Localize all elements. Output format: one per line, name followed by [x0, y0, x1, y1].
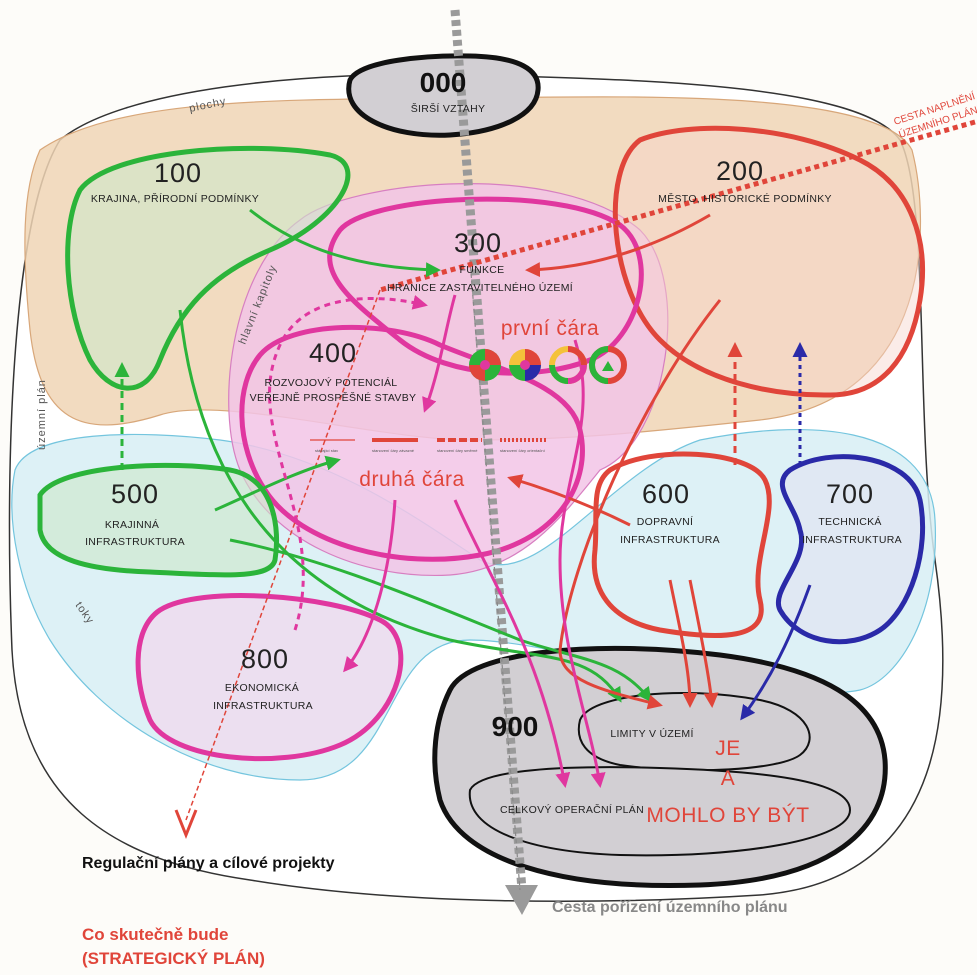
- node-800-number: 800: [241, 644, 289, 674]
- node-300-label-1: FUNKCE: [460, 264, 505, 276]
- celkovy-ellipse: [468, 766, 852, 857]
- cesta-porizeni-label: Cesta pořízení územního plánu: [552, 899, 788, 916]
- node-600-label-2: INFRASTRUKTURA: [620, 534, 720, 546]
- legend-label-zavazne: stanovení čáry závazné: [372, 448, 415, 453]
- node-000-label: ŠIRŠÍ VZTAHY: [411, 102, 486, 115]
- legend-label-stavajici: stávající stav: [315, 448, 338, 453]
- node-400-label-2: VEŘEJNĚ PROSPĚŠNÉ STAVBY: [250, 391, 417, 404]
- cesta-porizeni-line: [450, 9, 527, 891]
- arrow-300-900-b: [558, 339, 606, 788]
- color-wheel-2-icon: [509, 349, 541, 381]
- node-200-label: MĚSTO, HISTORICKÉ PODMÍNKY: [658, 192, 832, 205]
- node-400-label-1: ROZVOJOVÝ POTENCIÁL: [265, 376, 398, 389]
- cesta-naplneni-line: [379, 119, 976, 293]
- druha-cara-label: druhá čára: [359, 468, 464, 491]
- legend-label-smerne: stanovení čáry směrné: [437, 448, 478, 453]
- color-wheel-4-icon: [589, 346, 627, 384]
- node-300-label-2: HRANICE ZASTAVITELNÉHO ÚZEMÍ: [387, 281, 573, 294]
- color-wheel-icons: [469, 346, 627, 384]
- arrow-500-900-b: [229, 538, 652, 703]
- node-300-number: 300: [454, 228, 502, 258]
- arrow-600-900-a: [668, 579, 698, 708]
- arrow-200-900: [558, 299, 722, 710]
- arrow-400-800: [343, 499, 397, 673]
- node-200-number: 200: [716, 156, 764, 186]
- a-label: A: [721, 767, 736, 790]
- arrow-800-300-dashed: [268, 294, 428, 631]
- prvni-cara-label: první čára: [501, 317, 599, 340]
- node-500-number: 500: [111, 479, 159, 509]
- strategicky-plan-label: (STRATEGICKÝ PLÁN): [82, 949, 265, 968]
- co-skutecne-bude-label: Co skutečně bude: [82, 925, 228, 944]
- node-100-number: 100: [154, 158, 202, 188]
- node-900-limity: LIMITY V ÚZEMÍ: [610, 727, 693, 740]
- color-wheel-1-icon: [469, 349, 501, 381]
- arrow-300-400: [422, 294, 457, 413]
- node-500-label-2: INFRASTRUKTURA: [85, 536, 185, 548]
- node-700-label-2: INFRASTRUKTURA: [802, 534, 902, 546]
- arrow-600-druha: [507, 474, 631, 527]
- arrow-400-900-a: [453, 499, 571, 788]
- regulacni-arrowhead: [174, 809, 198, 840]
- arrow-700-900: [740, 584, 812, 721]
- node-600-label-1: DOPRAVNÍ: [637, 515, 693, 528]
- node-100-label: KRAJINA, PŘÍRODNÍ PODMÍNKY: [91, 192, 259, 205]
- blob-800: [135, 593, 404, 762]
- node-700-number: 700: [826, 479, 874, 509]
- node-000-number: 000: [420, 67, 467, 98]
- blob-500: [37, 462, 280, 578]
- node-700-label-1: TECHNICKÁ: [818, 515, 881, 528]
- node-800-label-2: INFRASTRUKTURA: [213, 700, 313, 712]
- blob-700: [775, 454, 926, 645]
- blob-600: [591, 451, 772, 639]
- blob-100: [65, 145, 351, 391]
- arrow-500-druha: [214, 455, 341, 512]
- cesta-naplneni-thin: [185, 289, 381, 821]
- node-600-number: 600: [642, 479, 690, 509]
- mohlo-by-byt-label: MOHLO BY BÝT: [646, 804, 809, 827]
- color-wheel-3-icon: [549, 346, 587, 384]
- regulacni-plany-label: Regulační plány a cílové projekty: [82, 855, 335, 872]
- arrow-100-300: [249, 208, 441, 278]
- node-900-celkovy: CELKOVÝ OPERAČNÍ PLÁN: [500, 803, 644, 816]
- node-900-number: 900: [492, 711, 539, 742]
- node-500-label-1: KRAJINNÁ: [105, 518, 159, 531]
- cesta-porizeni-arrowhead: [505, 885, 538, 915]
- node-400-number: 400: [309, 338, 357, 368]
- je-label: JE: [715, 737, 741, 760]
- arrow-200-300: [525, 213, 711, 278]
- uzemni-plan-label: územní plán: [36, 379, 48, 450]
- node-800-label-1: EKONOMICKÁ: [225, 681, 299, 694]
- blob-000: [346, 53, 541, 138]
- arrow-600-900-b: [688, 579, 719, 708]
- legend-label-orientacni: stanovení čáry orientační: [500, 448, 546, 453]
